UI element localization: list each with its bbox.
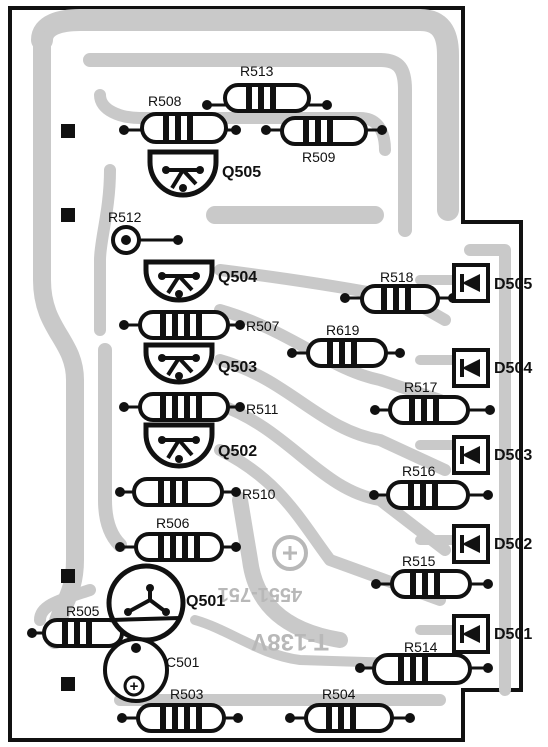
resistor-r509 xyxy=(261,116,387,146)
diode-d501 xyxy=(452,614,490,654)
mounting-pad xyxy=(61,208,75,222)
resistor-r516 xyxy=(369,480,493,510)
resistor-r508 xyxy=(119,112,241,144)
label-d504: D504 xyxy=(494,360,532,377)
label-q502: Q502 xyxy=(218,443,257,460)
label-q505: Q505 xyxy=(222,164,261,181)
label-r507: R507 xyxy=(246,318,280,334)
label-r511: R511 xyxy=(246,401,279,417)
capacitor-c501 xyxy=(103,637,169,703)
c501-polarity-mark: + xyxy=(130,678,139,695)
label-r619: R619 xyxy=(326,322,360,338)
transistor-q504 xyxy=(143,259,215,303)
label-r505: R505 xyxy=(66,603,100,619)
label-r503: R503 xyxy=(170,686,204,702)
resistor-r506 xyxy=(115,532,241,562)
resistor-r504 xyxy=(285,703,415,733)
diode-d504 xyxy=(452,348,490,388)
resistor-r514 xyxy=(355,653,493,685)
mounting-pad xyxy=(61,677,75,691)
transistor-q502 xyxy=(143,422,215,469)
resistor-r507 xyxy=(119,310,245,340)
resistor-r517 xyxy=(370,395,495,425)
label-r512: R512 xyxy=(108,209,142,225)
resistor-r513 xyxy=(202,83,332,113)
mounting-pad xyxy=(61,124,75,138)
transistor-q503 xyxy=(143,342,215,385)
label-r509: R509 xyxy=(302,149,336,165)
label-d505: D505 xyxy=(494,276,532,293)
label-d502: D502 xyxy=(494,536,532,553)
diode-d502 xyxy=(452,524,490,564)
label-c501: C501 xyxy=(166,654,200,670)
label-r513: R513 xyxy=(240,63,274,79)
board-logo xyxy=(272,535,308,571)
label-r515: R515 xyxy=(402,553,436,569)
label-r508: R508 xyxy=(148,93,182,109)
transistor-q505 xyxy=(147,149,219,198)
label-r506: R506 xyxy=(156,515,190,531)
label-r518: R518 xyxy=(380,269,414,285)
mounting-pad xyxy=(61,569,75,583)
mounting-pads xyxy=(61,124,75,691)
label-r516: R516 xyxy=(402,463,436,479)
label-q503: Q503 xyxy=(218,359,257,376)
label-r514: R514 xyxy=(404,639,438,655)
diode-d503 xyxy=(452,435,490,475)
label-r510: R510 xyxy=(242,486,276,502)
label-q504: Q504 xyxy=(218,269,257,286)
transistor-q501 xyxy=(106,563,186,643)
label-q501: Q501 xyxy=(186,593,225,610)
resistor-r510 xyxy=(115,477,241,507)
resistor-r512 xyxy=(111,225,183,255)
resistor-r619 xyxy=(287,338,405,368)
board-code-text: 4551-751 xyxy=(218,583,303,605)
label-r504: R504 xyxy=(322,686,356,702)
resistor-r511 xyxy=(119,392,245,422)
label-r517: R517 xyxy=(404,379,438,395)
diode-d505 xyxy=(452,263,490,303)
label-d503: D503 xyxy=(494,447,532,464)
resistor-r503 xyxy=(117,703,243,733)
board-part-number: T-138V xyxy=(251,628,328,655)
resistor-r515 xyxy=(371,569,493,599)
label-d501: D501 xyxy=(494,626,532,643)
